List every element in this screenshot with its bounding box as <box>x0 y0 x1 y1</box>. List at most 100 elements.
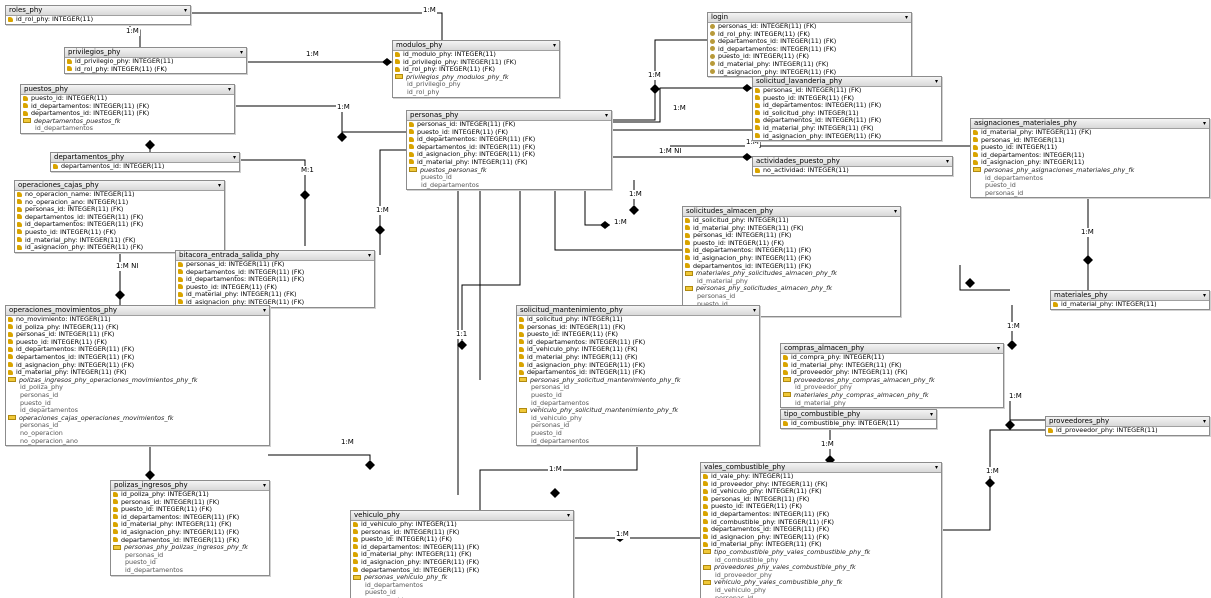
dropdown-arrow-icon[interactable]: ▾ <box>262 307 266 314</box>
table-title[interactable]: puestos_phy▾ <box>21 85 234 95</box>
field-row: id_material_phy: INTEGER(11) (FK) <box>111 521 269 529</box>
table-materiales-phy[interactable]: materiales_phy▾id_material_phy: INTEGER(… <box>1050 290 1210 310</box>
key-icon <box>113 529 118 535</box>
table-polizas-ingresos-phy[interactable]: polizas_ingresos_phy▾id_poliza_phy: INTE… <box>110 480 270 576</box>
table-actividades-puesto-phy[interactable]: actividades_puesto_phy▾no_actividad: INT… <box>752 156 953 176</box>
table-compras-almacen-phy[interactable]: compras_almacen_phy▾id_compra_phy: INTEG… <box>780 343 1004 409</box>
dropdown-arrow-icon[interactable]: ▾ <box>566 512 570 519</box>
table-solicitudes-almacen-phy[interactable]: solicitudes_almacen_phy▾id_solicitud_phy… <box>682 206 901 317</box>
table-roles-phy[interactable]: roles_phy▾id_rol_phy: INTEGER(11) <box>5 5 191 25</box>
field-row: id_departamentos <box>517 438 759 446</box>
field-text: puesto_id: INTEGER(11) <box>31 95 108 102</box>
table-operaciones-cajas-phy[interactable]: operaciones_cajas_phy▾no_operacion_name:… <box>14 180 225 253</box>
dropdown-arrow-icon[interactable]: ▾ <box>232 154 236 161</box>
field-row: personas_id <box>6 422 269 430</box>
table-operaciones-movimientos-phy[interactable]: operaciones_movimientos_phy▾no_movimient… <box>5 305 270 447</box>
table-title[interactable]: tipo_combustible_phy▾ <box>781 410 936 420</box>
key-icon <box>755 95 760 101</box>
table-title[interactable]: vehiculo_phy ▾ <box>351 511 573 521</box>
folder-icon <box>703 549 711 555</box>
field-text: id_departamentos: INTEGER(11) <box>981 151 1085 159</box>
dropdown-arrow-icon[interactable]: ▾ <box>1202 418 1206 425</box>
table-vehiculo-phy[interactable]: vehiculo_phy▾id_vehiculo_phy: INTEGER(11… <box>350 510 574 598</box>
dropdown-arrow-icon[interactable]: ▾ <box>183 7 187 14</box>
dropdown-arrow-icon[interactable]: ▾ <box>604 112 608 119</box>
table-privilegios-phy[interactable]: privilegios_phy▾id_privilegio_phy: INTEG… <box>64 47 247 75</box>
field-text: departamentos_id: INTEGER(11) (FK) <box>711 526 830 534</box>
dropdown-arrow-icon[interactable]: ▾ <box>227 86 231 93</box>
dropdown-arrow-icon[interactable]: ▾ <box>752 307 756 314</box>
field-text: puesto_id <box>531 391 562 399</box>
table-modulos-phy[interactable]: modulos_phy▾id_modulo_phy: INTEGER(11)id… <box>392 40 560 98</box>
table-title[interactable]: modulos_phy▾ <box>393 41 559 51</box>
dropdown-arrow-icon[interactable]: ▾ <box>217 182 221 189</box>
table-personas-phy[interactable]: personas_phy▾personas_id: INTEGER(11) (F… <box>406 110 612 191</box>
field-row: id_material_phy: INTEGER(11) (FK) <box>971 129 1209 137</box>
table-title[interactable]: solicitudes_almacen_phy▾ <box>683 207 900 217</box>
table-title[interactable]: solicitud_mantenimiento_phy▾ <box>517 306 759 316</box>
field-text: id_compra_phy: INTEGER(11) <box>791 354 885 361</box>
field-row: id_proveedor_phy: INTEGER(11) (FK) <box>701 481 941 489</box>
field-row: id_proveedor_phy: INTEGER(11) (FK) <box>781 369 1003 377</box>
dropdown-arrow-icon[interactable]: ▾ <box>996 345 1000 352</box>
table-title[interactable]: polizas_ingresos_phy▾ <box>111 481 269 491</box>
table-title[interactable]: materiales_phy▾ <box>1051 291 1209 301</box>
field-text: id_departamentos <box>365 581 423 589</box>
table-tipo-combustible-phy[interactable]: tipo_combustible_phy▾id_combustible_phy:… <box>780 409 937 429</box>
table-vales-combustible-phy[interactable]: vales_combustible_phy▾id_vale_phy: INTEG… <box>700 462 942 598</box>
table-title[interactable]: solicitud_lavanderia_phy▾ <box>753 77 941 87</box>
table-bitacora-entrada-salida-phy[interactable]: bitacora_entrada_salida_phy▾personas_id:… <box>175 250 375 308</box>
table-title[interactable]: operaciones_movimientos_phy▾ <box>6 306 269 316</box>
index-row: materiales_phy_solicitudes_almacen_phy_f… <box>683 270 900 278</box>
table-solicitud-mantenimiento-phy[interactable]: solicitud_mantenimiento_phy▾id_solicitud… <box>516 305 760 447</box>
table-title[interactable]: compras_almacen_phy▾ <box>781 344 1003 354</box>
table-solicitud-lavanderia-phy[interactable]: solicitud_lavanderia_phy▾personas_id: IN… <box>752 76 942 142</box>
table-title[interactable]: asignaciones_materiales_phy▾ <box>971 119 1209 129</box>
folder-icon <box>23 118 31 124</box>
field-text: departamentos_id: INTEGER(11) (FK) <box>361 566 480 574</box>
folder-icon <box>685 270 693 276</box>
field-text: personas_id: INTEGER(11) (FK) <box>527 323 626 331</box>
dropdown-arrow-icon[interactable]: ▾ <box>1202 292 1206 299</box>
dropdown-arrow-icon[interactable]: ▾ <box>893 208 897 215</box>
table-asignaciones-materiales-phy[interactable]: asignaciones_materiales_phy▾id_material_… <box>970 118 1210 199</box>
table-title[interactable]: login▾ <box>708 13 911 23</box>
dropdown-arrow-icon[interactable]: ▾ <box>934 78 938 85</box>
field-text: id_asignacion_phy: INTEGER(11) <box>981 159 1085 167</box>
table-departamentos-phy[interactable]: departamentos_phy▾departamentos_id: INTE… <box>50 152 240 172</box>
dropdown-arrow-icon[interactable]: ▾ <box>552 42 556 49</box>
field-row: departamentos_id: INTEGER(11) <box>51 163 239 171</box>
field-text: departamentos_id: INTEGER(11) (FK) <box>718 38 837 46</box>
table-proveedores-phy[interactable]: proveedores_phy▾id_proveedor_phy: INTEGE… <box>1045 416 1210 436</box>
field-text: personas_phy_solicitud_mantenimiento_phy… <box>530 376 681 384</box>
table-title[interactable]: vales_combustible_phy▾ <box>701 463 941 473</box>
field-row: no_operacion_ano <box>6 438 269 446</box>
table-title[interactable]: personas_phy▾ <box>407 111 611 121</box>
dropdown-arrow-icon[interactable]: ▾ <box>929 411 933 418</box>
table-title[interactable]: privilegios_phy▾ <box>65 48 246 58</box>
table-title[interactable]: bitacora_entrada_salida_phy▾ <box>176 251 374 261</box>
table-title[interactable]: proveedores_phy▾ <box>1046 417 1209 427</box>
key-icon <box>703 473 708 479</box>
field-row: puesto_id: INTEGER(11) (FK) <box>176 284 374 292</box>
dropdown-arrow-icon[interactable]: ▾ <box>1202 120 1206 127</box>
field-row: departamentos_id: INTEGER(11) (FK) <box>701 526 941 534</box>
dropdown-arrow-icon[interactable]: ▾ <box>367 252 371 259</box>
table-title[interactable]: departamentos_phy▾ <box>51 153 239 163</box>
table-login[interactable]: login▾personas_id: INTEGER(11) (FK)id_ro… <box>707 12 912 78</box>
dropdown-arrow-icon[interactable]: ▾ <box>239 49 243 56</box>
table-title[interactable]: roles_phy▾ <box>6 6 190 16</box>
dropdown-arrow-icon[interactable]: ▾ <box>945 158 949 165</box>
table-title[interactable]: operaciones_cajas_phy▾ <box>15 181 224 191</box>
field-row: puesto_id: INTEGER(11) <box>971 144 1209 152</box>
field-text: id_combustible_phy <box>715 556 779 564</box>
table-title[interactable]: actividades_puesto_phy▾ <box>753 157 952 167</box>
table-puestos-phy[interactable]: puestos_phy▾puesto_id: INTEGER(11)id_dep… <box>20 84 235 134</box>
dropdown-arrow-icon[interactable]: ▾ <box>262 482 266 489</box>
folder-icon <box>8 415 16 421</box>
table-name: vehiculo_phy <box>354 511 400 519</box>
key-icon <box>783 420 788 426</box>
field-text: puesto_id <box>697 301 728 308</box>
dropdown-arrow-icon[interactable]: ▾ <box>934 464 938 471</box>
dropdown-arrow-icon[interactable]: ▾ <box>904 14 908 21</box>
